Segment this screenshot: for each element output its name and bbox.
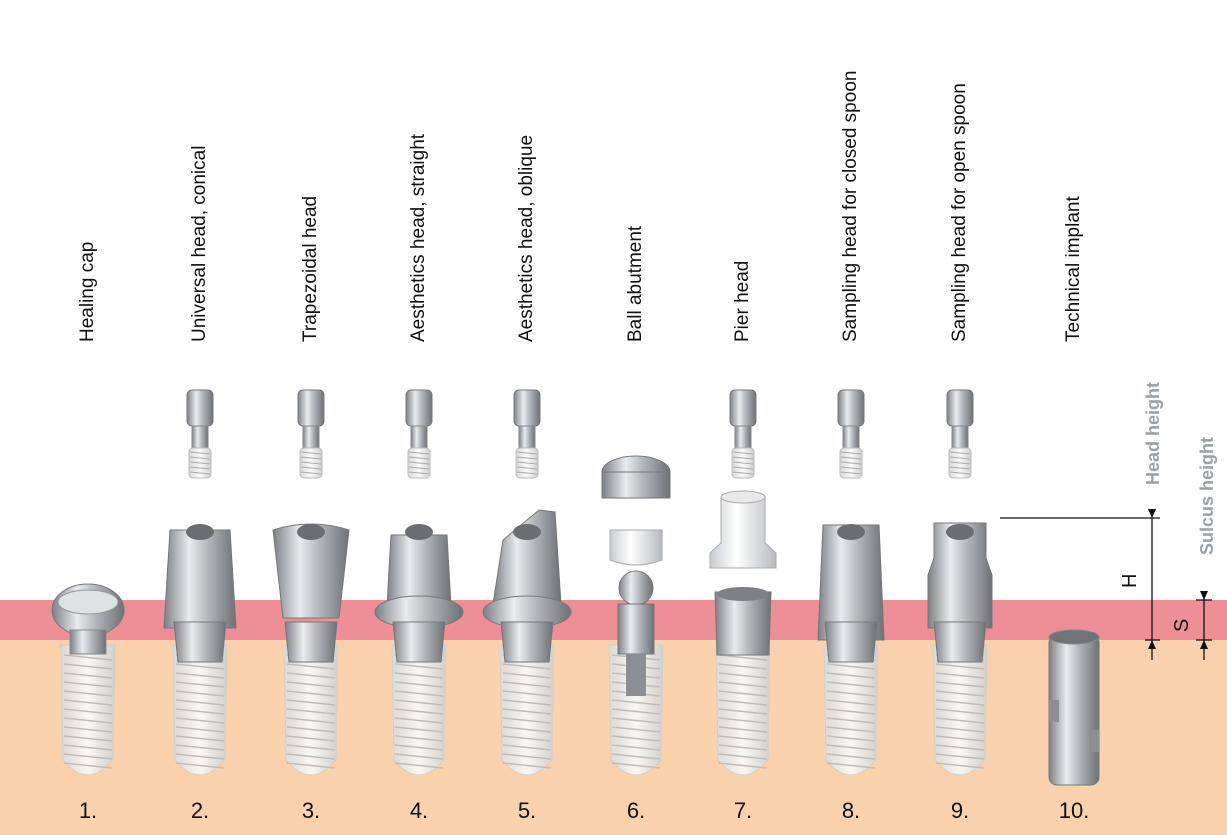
- abutment-head: [387, 535, 451, 606]
- item-number: 7.: [713, 798, 773, 824]
- technical-implant-top: [1049, 630, 1099, 644]
- technical-implant-notch: [1089, 730, 1099, 752]
- screw-shaft: [519, 426, 535, 448]
- screw-shaft: [303, 426, 319, 448]
- ball-shaft: [618, 604, 654, 654]
- abutment-hole: [405, 524, 433, 540]
- abutment-neck: [501, 622, 553, 662]
- abutment-hole: [186, 524, 214, 540]
- item-label: Healing cap: [78, 242, 97, 342]
- item-label: Sampling head for closed spoon: [841, 71, 860, 342]
- screw-shaft: [952, 426, 968, 448]
- pier-head-base-top: [717, 587, 769, 601]
- screw-shaft: [411, 426, 427, 448]
- item-label: Technical implant: [1064, 196, 1083, 342]
- ball-cap-body: [602, 472, 670, 498]
- h-symbol: H: [1120, 574, 1140, 588]
- abutment-neck: [934, 622, 986, 662]
- s-symbol: S: [1172, 619, 1192, 632]
- ball-head: [619, 571, 653, 605]
- item-number: 3.: [281, 798, 341, 824]
- screw-head: [187, 390, 213, 426]
- abutment-neck: [174, 622, 226, 662]
- abutment-head: [164, 530, 236, 628]
- abutment-hole: [837, 524, 865, 540]
- item-number: 4.: [389, 798, 449, 824]
- item-number: 6.: [606, 798, 666, 824]
- item-label: Universal head, conical: [190, 146, 209, 342]
- sulcus-height-label: Sulcus height: [1198, 437, 1216, 555]
- abutment-hole: [297, 524, 325, 540]
- screw-head: [406, 390, 432, 426]
- implant-item: [1049, 630, 1099, 785]
- ball-thread: [626, 654, 646, 696]
- item-label: Trapezoidal head: [301, 196, 320, 342]
- screw-head: [838, 390, 864, 426]
- screw-head: [514, 390, 540, 426]
- abutment-neck: [393, 622, 445, 662]
- item-number: 1.: [58, 798, 118, 824]
- item-label: Aesthetics head, straight: [409, 134, 428, 342]
- technical-implant-notch: [1049, 700, 1059, 722]
- head-height-label: Head height: [1144, 382, 1162, 485]
- abutment-hole: [946, 524, 974, 540]
- item-number: 5.: [497, 798, 557, 824]
- healing-cap-neck: [70, 630, 106, 654]
- screw-head: [947, 390, 973, 426]
- pier-head-base: [715, 592, 771, 655]
- abutment-neck: [825, 622, 877, 662]
- abutment-neck: [285, 622, 337, 662]
- item-number: 2.: [170, 798, 230, 824]
- pier-head-top: [721, 491, 765, 503]
- screw-shaft: [192, 426, 208, 448]
- implant-item: [52, 584, 124, 775]
- item-number: 10.: [1044, 798, 1104, 824]
- item-label: Pier head: [733, 261, 752, 342]
- screw-head: [730, 390, 756, 426]
- screw-shaft: [843, 426, 859, 448]
- item-number: 8.: [821, 798, 881, 824]
- item-label: Ball abutment: [626, 226, 645, 342]
- item-label: Aesthetics head, oblique: [517, 135, 536, 342]
- abutment-hole: [513, 524, 541, 540]
- screw-head: [298, 390, 324, 426]
- screw-shaft: [735, 426, 751, 448]
- healing-cap-top: [58, 590, 118, 614]
- item-number: 9.: [930, 798, 990, 824]
- ball-insert: [610, 530, 662, 565]
- item-label: Sampling head for open spoon: [950, 83, 969, 342]
